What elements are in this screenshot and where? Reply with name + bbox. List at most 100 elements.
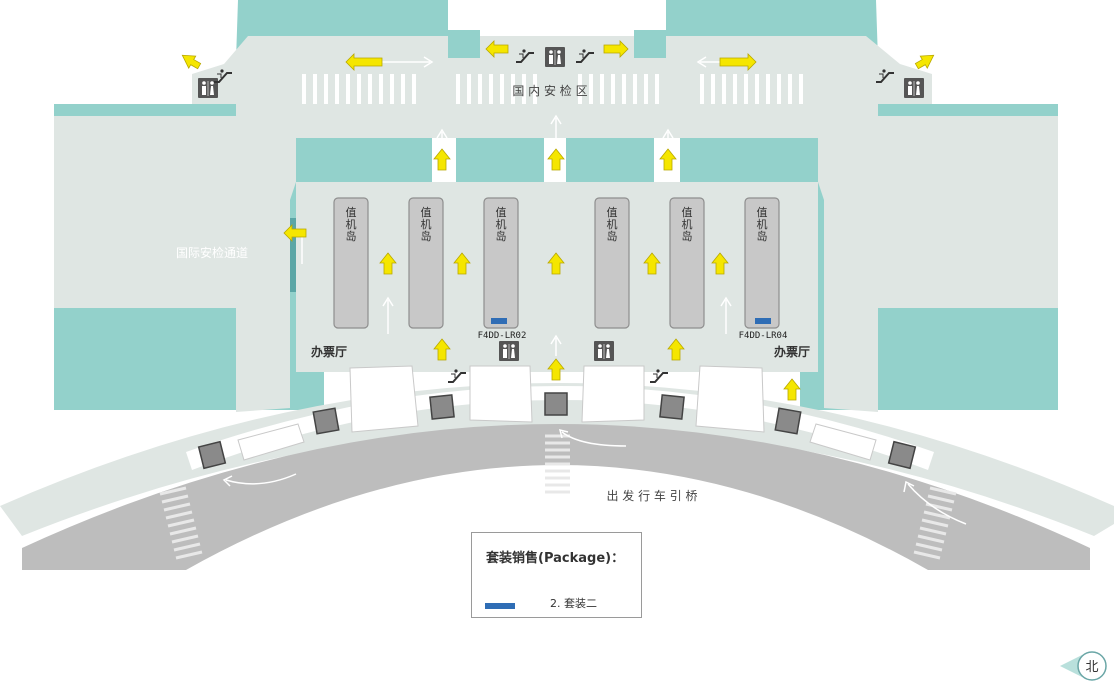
checkin-island-body — [669, 197, 705, 329]
crosswalk-stripe — [919, 526, 947, 536]
direction-arrow-icon — [659, 148, 677, 171]
checkin-island-body — [744, 197, 780, 329]
crosswalk-stripe — [167, 518, 195, 528]
ticket-office-left-label: 办票厅 — [311, 344, 347, 359]
direction-arrow-icon — [711, 252, 729, 275]
lane-stripe — [401, 74, 405, 104]
checkin-island-body — [408, 197, 444, 329]
restroom-icon — [904, 78, 924, 98]
public-floor — [0, 36, 1114, 536]
checkin-island[interactable]: 值机岛 — [333, 197, 369, 329]
crosswalk-stripe — [917, 534, 945, 544]
crosswalk-stripe — [161, 494, 189, 504]
legend-item-label: 2. 套装二 — [550, 597, 597, 610]
crosswalk-stripe — [171, 534, 199, 544]
checkin-island-body — [483, 197, 519, 329]
checkin-island-label: 机 — [496, 217, 507, 231]
checkin-island[interactable]: 值机岛 — [483, 197, 519, 329]
lane-stripe — [722, 74, 726, 104]
restroom-icon — [198, 78, 218, 98]
lane-stripe — [700, 74, 704, 104]
package-marker — [491, 318, 507, 324]
checkin-island-label: 岛 — [607, 229, 618, 243]
checkin-island-label: 岛 — [346, 229, 357, 243]
lane-stripe — [379, 74, 383, 104]
checkin-island-label: 岛 — [496, 229, 507, 243]
legend-title: 套装销售(Package)： — [486, 551, 625, 566]
checkin-island-label: 值 — [346, 206, 357, 219]
crosswalk-stripe — [915, 542, 943, 552]
lane-stripe — [357, 74, 361, 104]
security-lane-stripes — [302, 74, 803, 104]
lane-stripe — [744, 74, 748, 104]
direction-arrow-icon — [603, 40, 629, 58]
north-compass[interactable]: 北 — [1058, 650, 1110, 682]
escalator-icon — [650, 369, 668, 383]
checkin-island-label: 机 — [757, 217, 768, 231]
lane-stripe — [633, 74, 637, 104]
crosswalks — [159, 434, 957, 560]
checkin-island-label: 值 — [496, 206, 507, 219]
direction-arrow-icon — [379, 252, 397, 275]
lane-stripe — [644, 74, 648, 104]
ticket-office-right-label: 办票厅 — [774, 344, 810, 359]
checkin-island-label: 岛 — [421, 229, 432, 243]
checkin-island-label: 值 — [607, 206, 618, 219]
checkin-island[interactable]: 值机岛 — [669, 197, 705, 329]
crosswalk-stripe — [175, 550, 203, 560]
lane-stripe — [324, 74, 328, 104]
crosswalk-stripe — [921, 518, 949, 528]
lane-stripe — [655, 74, 659, 104]
escalators — [214, 49, 894, 383]
crosswalk-stripe — [169, 526, 197, 536]
lane-stripe — [302, 74, 306, 104]
direction-arrow-icon — [547, 148, 565, 171]
lane-stripe — [733, 74, 737, 104]
direction-arrow-icon — [547, 358, 565, 381]
checkin-island-label: 机 — [346, 217, 357, 231]
lane-stripe — [390, 74, 394, 104]
lane-stripe — [335, 74, 339, 104]
direction-arrow-icon — [433, 148, 451, 171]
lane-stripe — [622, 74, 626, 104]
checkin-island-label: 值 — [682, 206, 693, 219]
lane-stripe — [533, 74, 537, 104]
lane-stripe — [368, 74, 372, 104]
checkin-island[interactable]: 值机岛 — [744, 197, 780, 329]
crosswalk-stripe — [165, 510, 193, 520]
checkin-island-label: 机 — [421, 217, 432, 231]
checkin-island-label: 值 — [757, 206, 768, 219]
checkin-island-label: 岛 — [682, 229, 693, 243]
direction-arrow-icon — [433, 338, 451, 361]
lane-stripe — [511, 74, 515, 104]
checkin-island[interactable]: 值机岛 — [408, 197, 444, 329]
direction-arrow-icon — [181, 54, 202, 70]
crosswalk-stripe — [159, 486, 187, 496]
legend: 套装销售(Package)： 2. 套装二 — [471, 532, 642, 618]
lane-stripe — [522, 74, 526, 104]
map-labels: 国 内 安 检 区 国际安检通道 办票厅 办票厅 出 发 行 车 引 桥 F4D… — [176, 83, 810, 503]
lane-stripe — [799, 74, 803, 104]
checkin-code-label: F4DD-LR04 — [739, 331, 788, 341]
escalator-icon — [576, 49, 594, 63]
checkin-island-label: 机 — [682, 217, 693, 231]
restrooms — [198, 47, 924, 361]
lane-stripe — [412, 74, 416, 104]
checkin-island-label: 岛 — [757, 229, 768, 243]
lane-stripe — [711, 74, 715, 104]
escalator-icon — [214, 69, 232, 83]
package-markers — [491, 318, 771, 324]
bridge-label: 出 发 行 车 引 桥 — [606, 488, 697, 503]
direction-arrow-icon — [345, 53, 383, 71]
checkin-code-label: F4DD-LR02 — [478, 331, 527, 341]
crosswalk-stripe — [913, 550, 941, 560]
lane-stripe — [589, 74, 593, 104]
direction-arrow-icon — [643, 252, 661, 275]
checkin-island[interactable]: 值机岛 — [594, 197, 630, 329]
domestic-security-label: 国 内 安 检 区 — [512, 83, 587, 98]
lane-stripe — [467, 74, 471, 104]
restroom-icon — [545, 47, 565, 67]
doors — [197, 392, 917, 470]
